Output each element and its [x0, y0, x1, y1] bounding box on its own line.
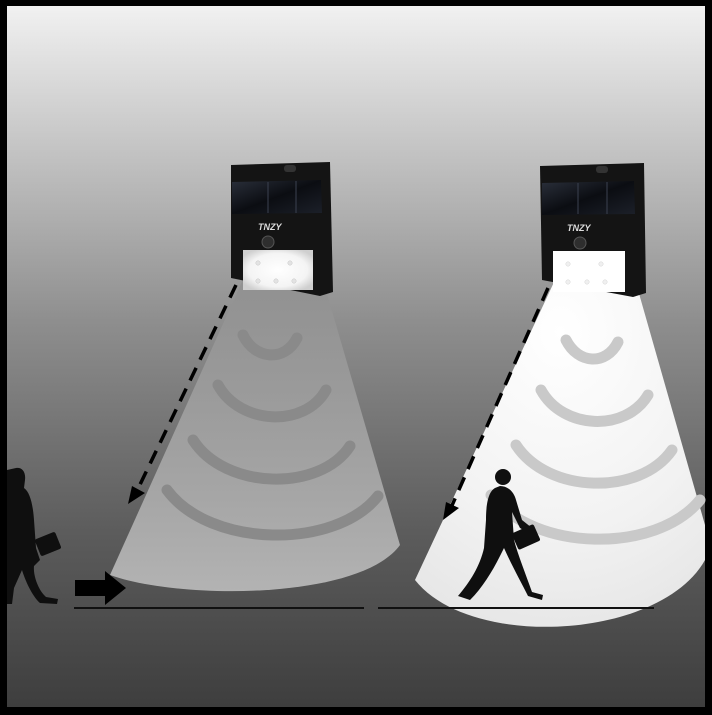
solar-lamp: TNZY [540, 163, 646, 297]
pir-sensor-icon [574, 237, 586, 249]
lamp-logo: TNZY [567, 223, 591, 233]
solar-lamp: TNZY [231, 162, 333, 296]
ground-line [74, 607, 364, 609]
led-panel [243, 250, 313, 290]
lamp-logo: TNZY [258, 222, 282, 232]
pir-sensor-icon [262, 236, 274, 248]
ground-line [378, 607, 654, 609]
led-panel [553, 251, 625, 292]
